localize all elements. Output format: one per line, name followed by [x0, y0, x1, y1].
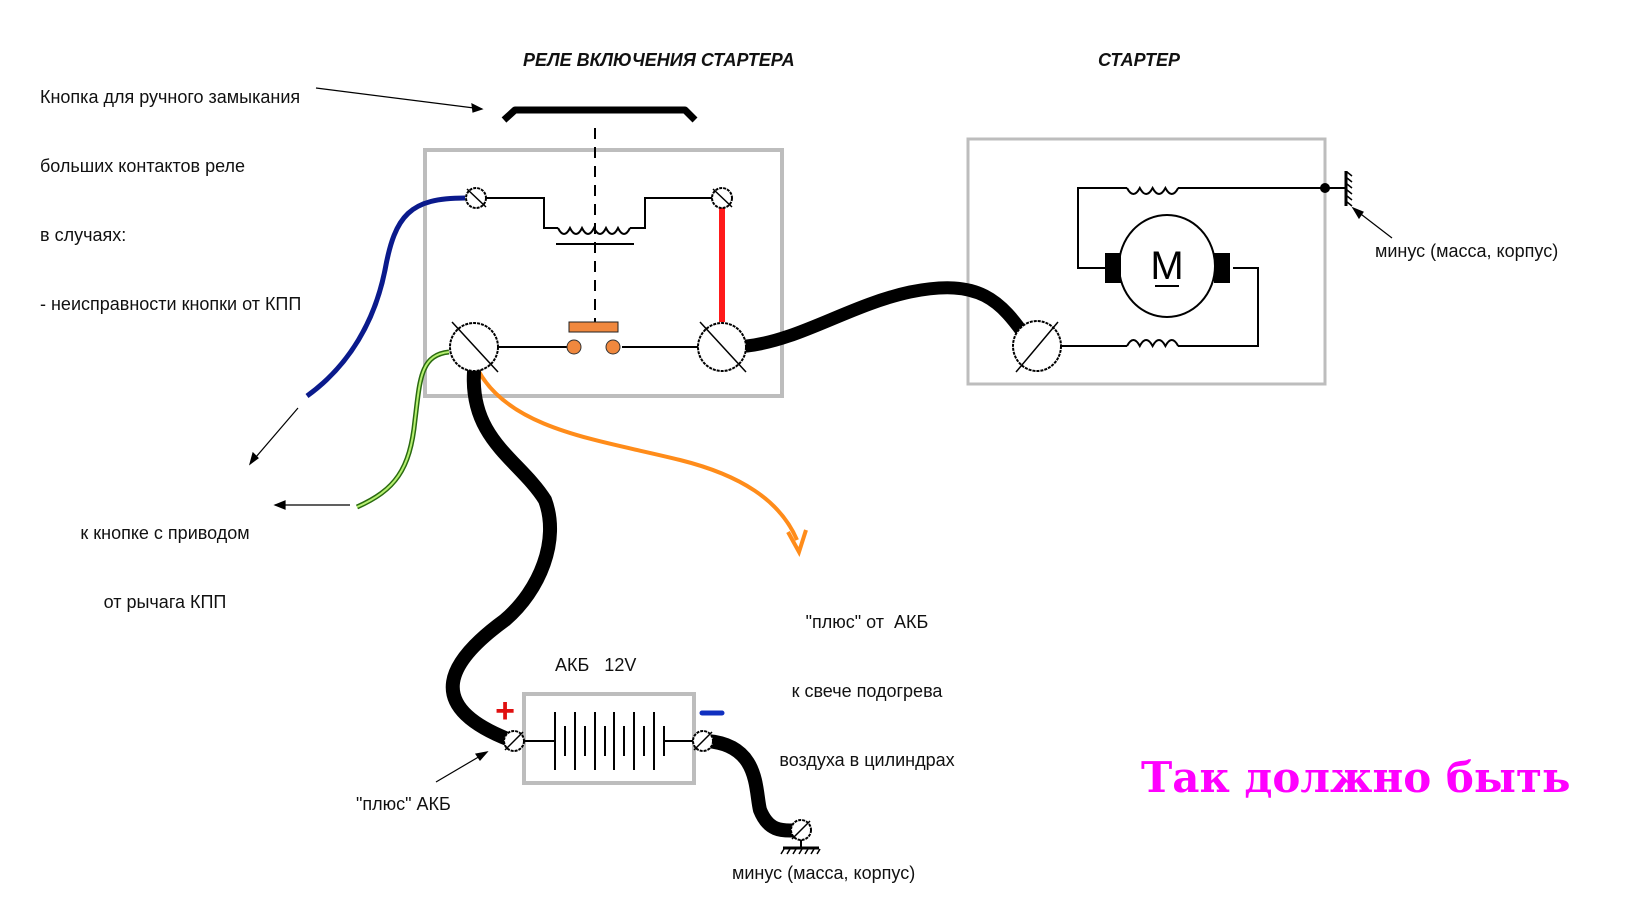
green-wire-core — [356, 351, 450, 508]
arrow-button-note — [315, 87, 483, 110]
starter-terminal[interactable] — [1012, 320, 1062, 373]
starter-cable[interactable] — [740, 281, 1035, 353]
battery-cells — [554, 712, 665, 770]
battery-minus-cable[interactable] — [700, 734, 807, 838]
green-wire[interactable] — [355, 349, 450, 510]
glow-note-line: к свече подогрева — [791, 681, 943, 701]
contact-dot-left — [566, 339, 582, 355]
gearbox-note-line: от рычага КПП — [103, 592, 227, 612]
battery-terminal-plus[interactable] — [503, 730, 525, 752]
ground-battery-label: минус (масса, корпус) — [732, 863, 916, 883]
relay-coil — [557, 225, 631, 235]
button-note-line: больших контактов реле — [40, 156, 246, 176]
manual-button-bar[interactable] — [501, 106, 698, 123]
orange-arrowhead — [786, 529, 808, 558]
ground-terminal-battery[interactable] — [790, 819, 812, 841]
relay-terminal-coil-left[interactable] — [465, 187, 487, 209]
button-note-line: в случаях: — [40, 225, 127, 245]
pointer-arrows — [248, 87, 1393, 783]
motor-symbol: M — [1150, 244, 1183, 288]
ground-starter-label: минус (масса, корпус) — [1375, 241, 1559, 261]
field-coil-top — [1126, 185, 1180, 195]
starter-title: СТАРТЕР — [1098, 50, 1180, 70]
contact-bridge — [568, 321, 619, 333]
plus-sign: + — [495, 692, 515, 730]
orange-wire[interactable] — [476, 369, 799, 541]
glow-plug-note: "плюс" от АКБ к свече подогрева воздуха … — [752, 565, 982, 795]
button-note-line: - неисправности кнопки от КПП — [40, 294, 302, 314]
button-note-line: Кнопка для ручного замыкания — [40, 87, 301, 107]
blue-wire[interactable] — [305, 195, 466, 399]
relay-terminal-starter[interactable] — [697, 321, 747, 373]
glow-note-line: "плюс" от АКБ — [805, 612, 929, 632]
brush-left — [1105, 253, 1121, 283]
caption: Так должно быть — [1141, 753, 1571, 802]
relay-title: РЕЛЕ ВКЛЮЧЕНИЯ СТАРТЕРА — [523, 50, 795, 70]
ground-hatch-battery — [780, 848, 821, 855]
relay-terminal-coil-right[interactable] — [711, 187, 733, 209]
battery-plus-label: "плюс" АКБ — [356, 794, 451, 814]
battery-label: АКБ 12V — [555, 655, 637, 675]
field-coil-bottom — [1126, 339, 1180, 349]
relay-box — [423, 148, 784, 398]
relay-terminal-battery[interactable] — [449, 321, 499, 373]
battery-terminal-minus[interactable] — [692, 730, 714, 752]
battery-plus-cable[interactable] — [445, 365, 557, 747]
arrow-gearbox-blue — [249, 407, 299, 465]
ground-hatch-starter — [1346, 171, 1353, 207]
gearbox-note-line: к кнопке с приводом — [80, 523, 250, 543]
gearbox-button-note: к кнопке с приводом от рычага КПП — [60, 476, 270, 637]
coil-wire — [486, 197, 712, 229]
button-note: Кнопка для ручного замыкания больших кон… — [40, 40, 301, 339]
brush-right — [1214, 253, 1230, 283]
battery-box — [522, 692, 696, 785]
starter-box — [966, 137, 1327, 386]
starter-internal-wiring — [1061, 187, 1325, 347]
glow-note-line: воздуха в цилиндрах — [779, 750, 955, 770]
contact-dot-right — [605, 339, 621, 355]
